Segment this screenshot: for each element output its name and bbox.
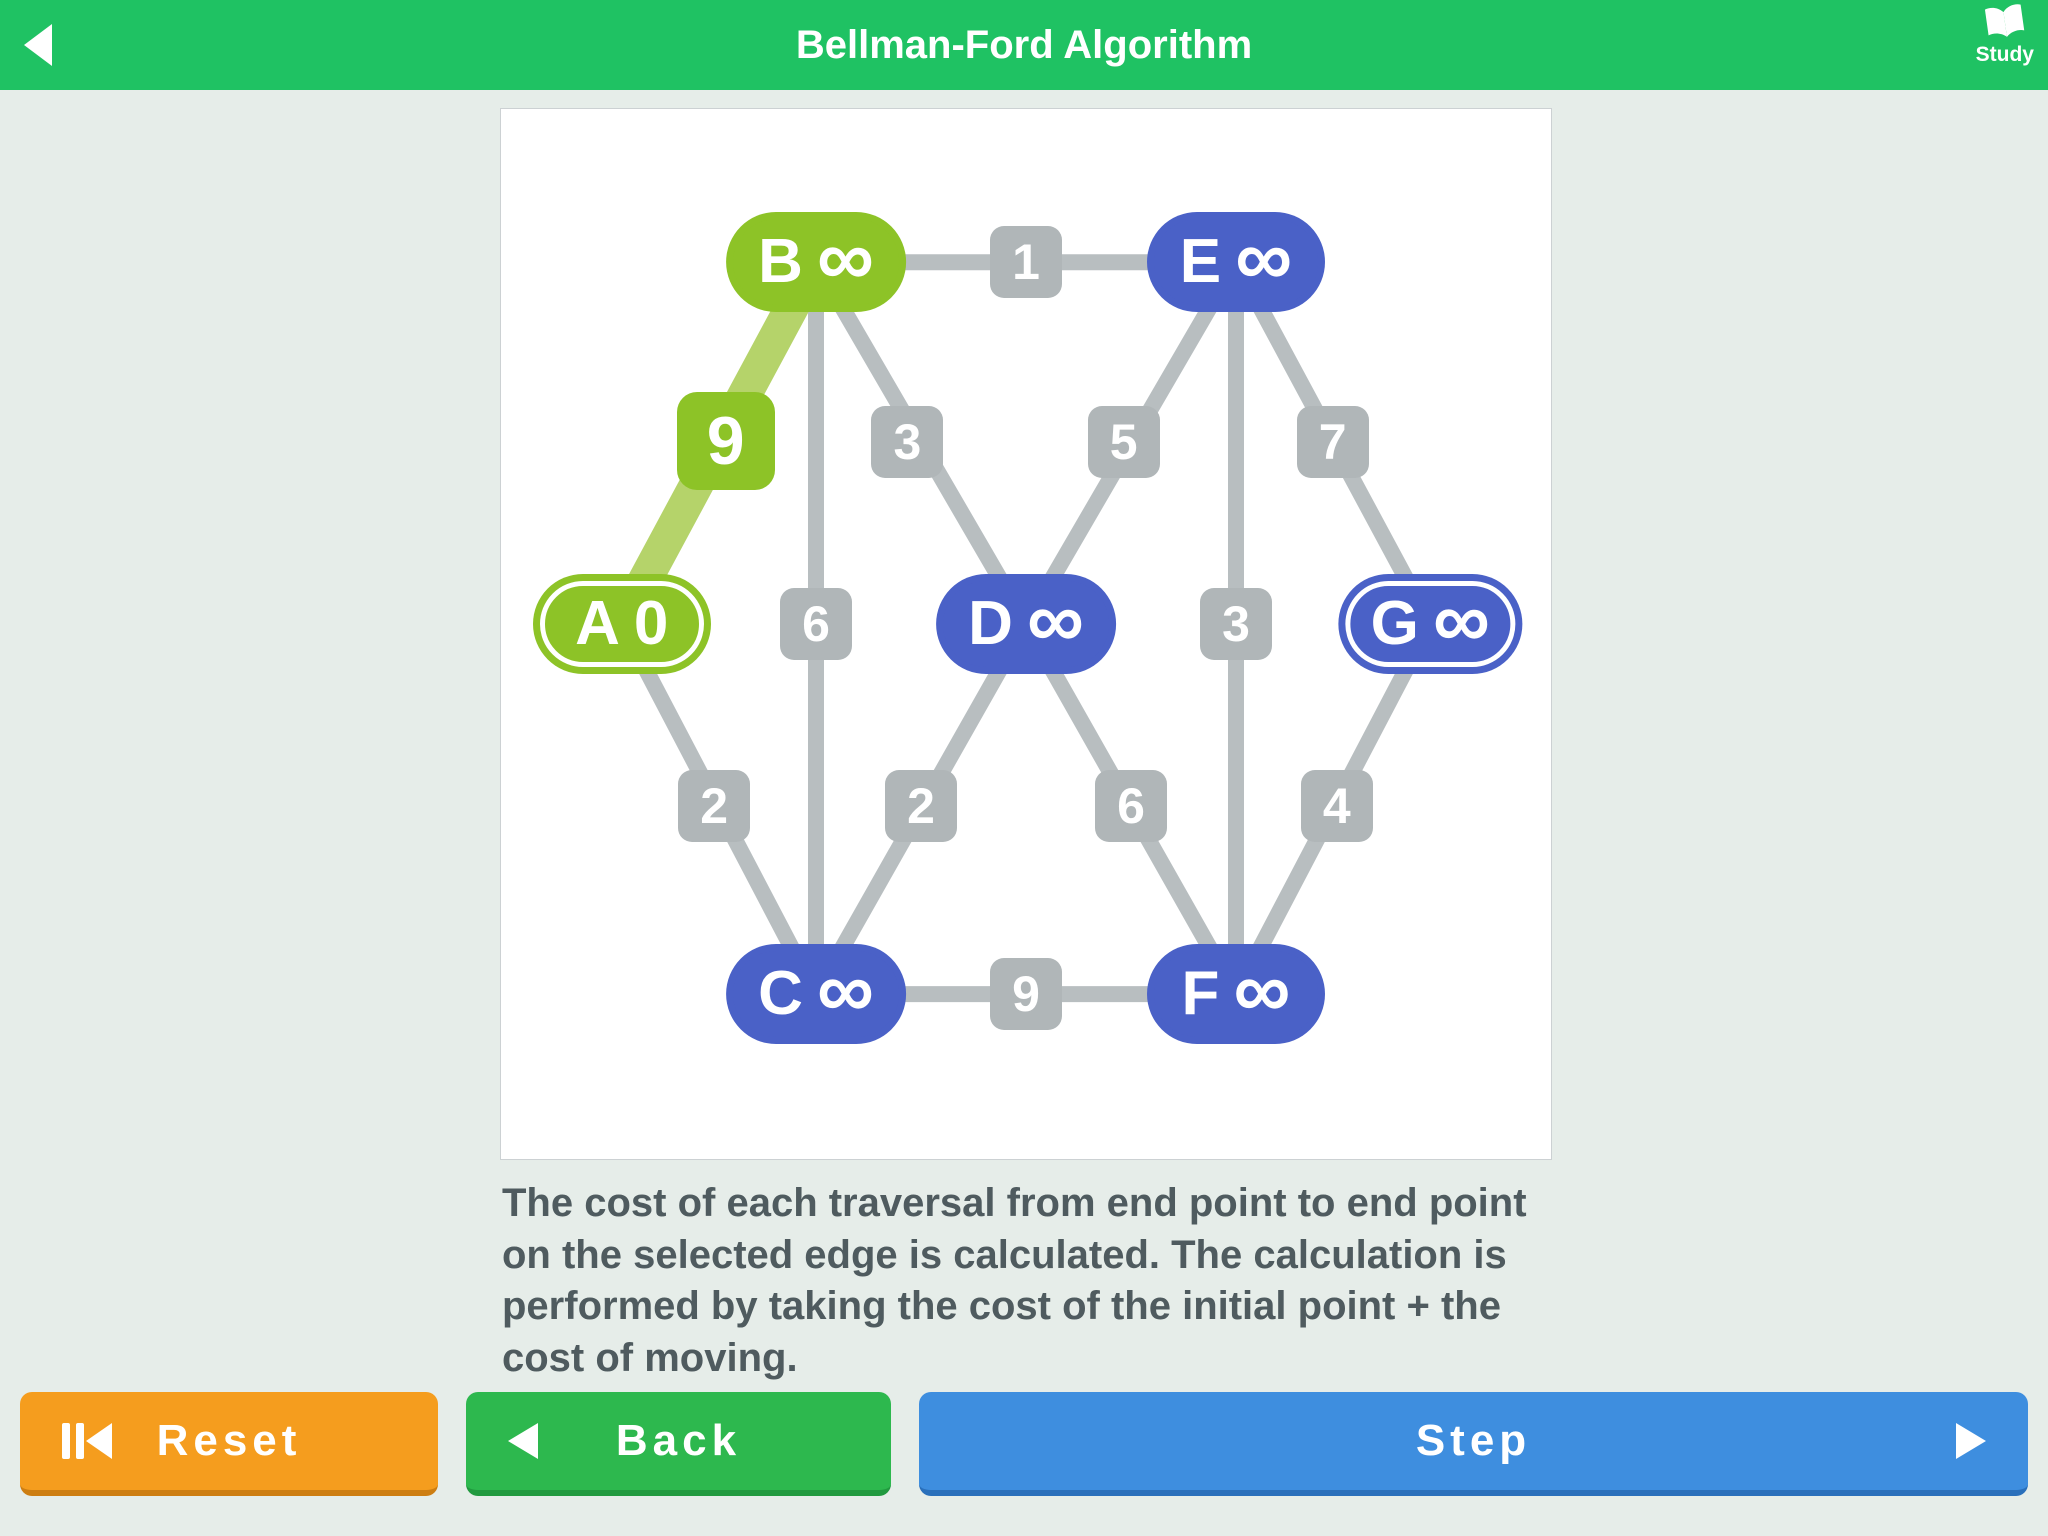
node-cost-value: ∞ xyxy=(816,213,874,303)
edge-weight-F-G: 4 xyxy=(1300,770,1373,843)
study-button[interactable]: Study xyxy=(1975,4,2034,67)
forward-triangle-icon xyxy=(1956,1423,1986,1459)
edge-weight-C-D: 2 xyxy=(885,770,957,843)
node-cost-value: ∞ xyxy=(1026,574,1084,664)
back-button[interactable]: Back xyxy=(466,1392,891,1496)
edge-weight-C-F: 9 xyxy=(990,958,1062,1031)
reset-button[interactable]: Reset xyxy=(20,1392,438,1496)
node-cost-value: 0 xyxy=(633,588,669,658)
node-letter: A xyxy=(575,588,620,658)
header-bar: Bellman-Ford Algorithm Study xyxy=(0,0,2048,90)
skip-to-start-icon xyxy=(62,1423,114,1459)
graph-node-E: E∞ xyxy=(1147,212,1325,313)
step-button[interactable]: Step xyxy=(919,1392,2028,1496)
node-letter: D xyxy=(968,588,1013,658)
study-label: Study xyxy=(1975,43,2034,66)
edge-weight-A-C: 2 xyxy=(678,770,751,843)
graph-node-C: C∞ xyxy=(726,944,906,1045)
edge-weight-E-F: 3 xyxy=(1200,587,1272,660)
node-letter: F xyxy=(1181,959,1220,1029)
graph-node-F: F∞ xyxy=(1147,944,1325,1045)
edge-weight-E-G: 7 xyxy=(1296,405,1369,478)
edge-weight-B-E: 1 xyxy=(990,226,1062,299)
graph-node-D: D∞ xyxy=(936,573,1116,674)
node-cost-value: ∞ xyxy=(1432,574,1490,664)
node-letter: B xyxy=(758,227,803,297)
description-text: The cost of each traversal from end poin… xyxy=(502,1181,1527,1380)
edge-weight-B-C: 6 xyxy=(780,587,852,660)
node-cost-value: ∞ xyxy=(1235,213,1293,303)
node-cost-value: ∞ xyxy=(816,945,874,1035)
reset-label: Reset xyxy=(156,1416,302,1465)
back-arrow-icon xyxy=(24,24,52,66)
edge-weight-D-E: 5 xyxy=(1087,405,1160,478)
edge-weight-B-D: 3 xyxy=(871,405,944,478)
graph-node-G: G∞ xyxy=(1338,573,1522,674)
edge-weight-A-B: 9 xyxy=(676,391,775,490)
graph-node-B: B∞ xyxy=(726,212,906,313)
controls-bar: Reset Back Step xyxy=(20,1392,2028,1496)
edge-weight-D-F: 6 xyxy=(1095,770,1167,843)
node-cost-value: ∞ xyxy=(1233,945,1291,1035)
step-label: Step xyxy=(1415,1416,1532,1465)
node-letter: C xyxy=(758,959,803,1029)
node-letter: E xyxy=(1179,227,1222,297)
back-nav-button[interactable] xyxy=(24,24,52,66)
study-book-icon xyxy=(1984,4,2025,37)
back-triangle-icon xyxy=(508,1423,538,1459)
page-title: Bellman-Ford Algorithm xyxy=(795,22,1253,67)
back-label: Back xyxy=(615,1416,742,1465)
node-letter: G xyxy=(1370,588,1419,658)
